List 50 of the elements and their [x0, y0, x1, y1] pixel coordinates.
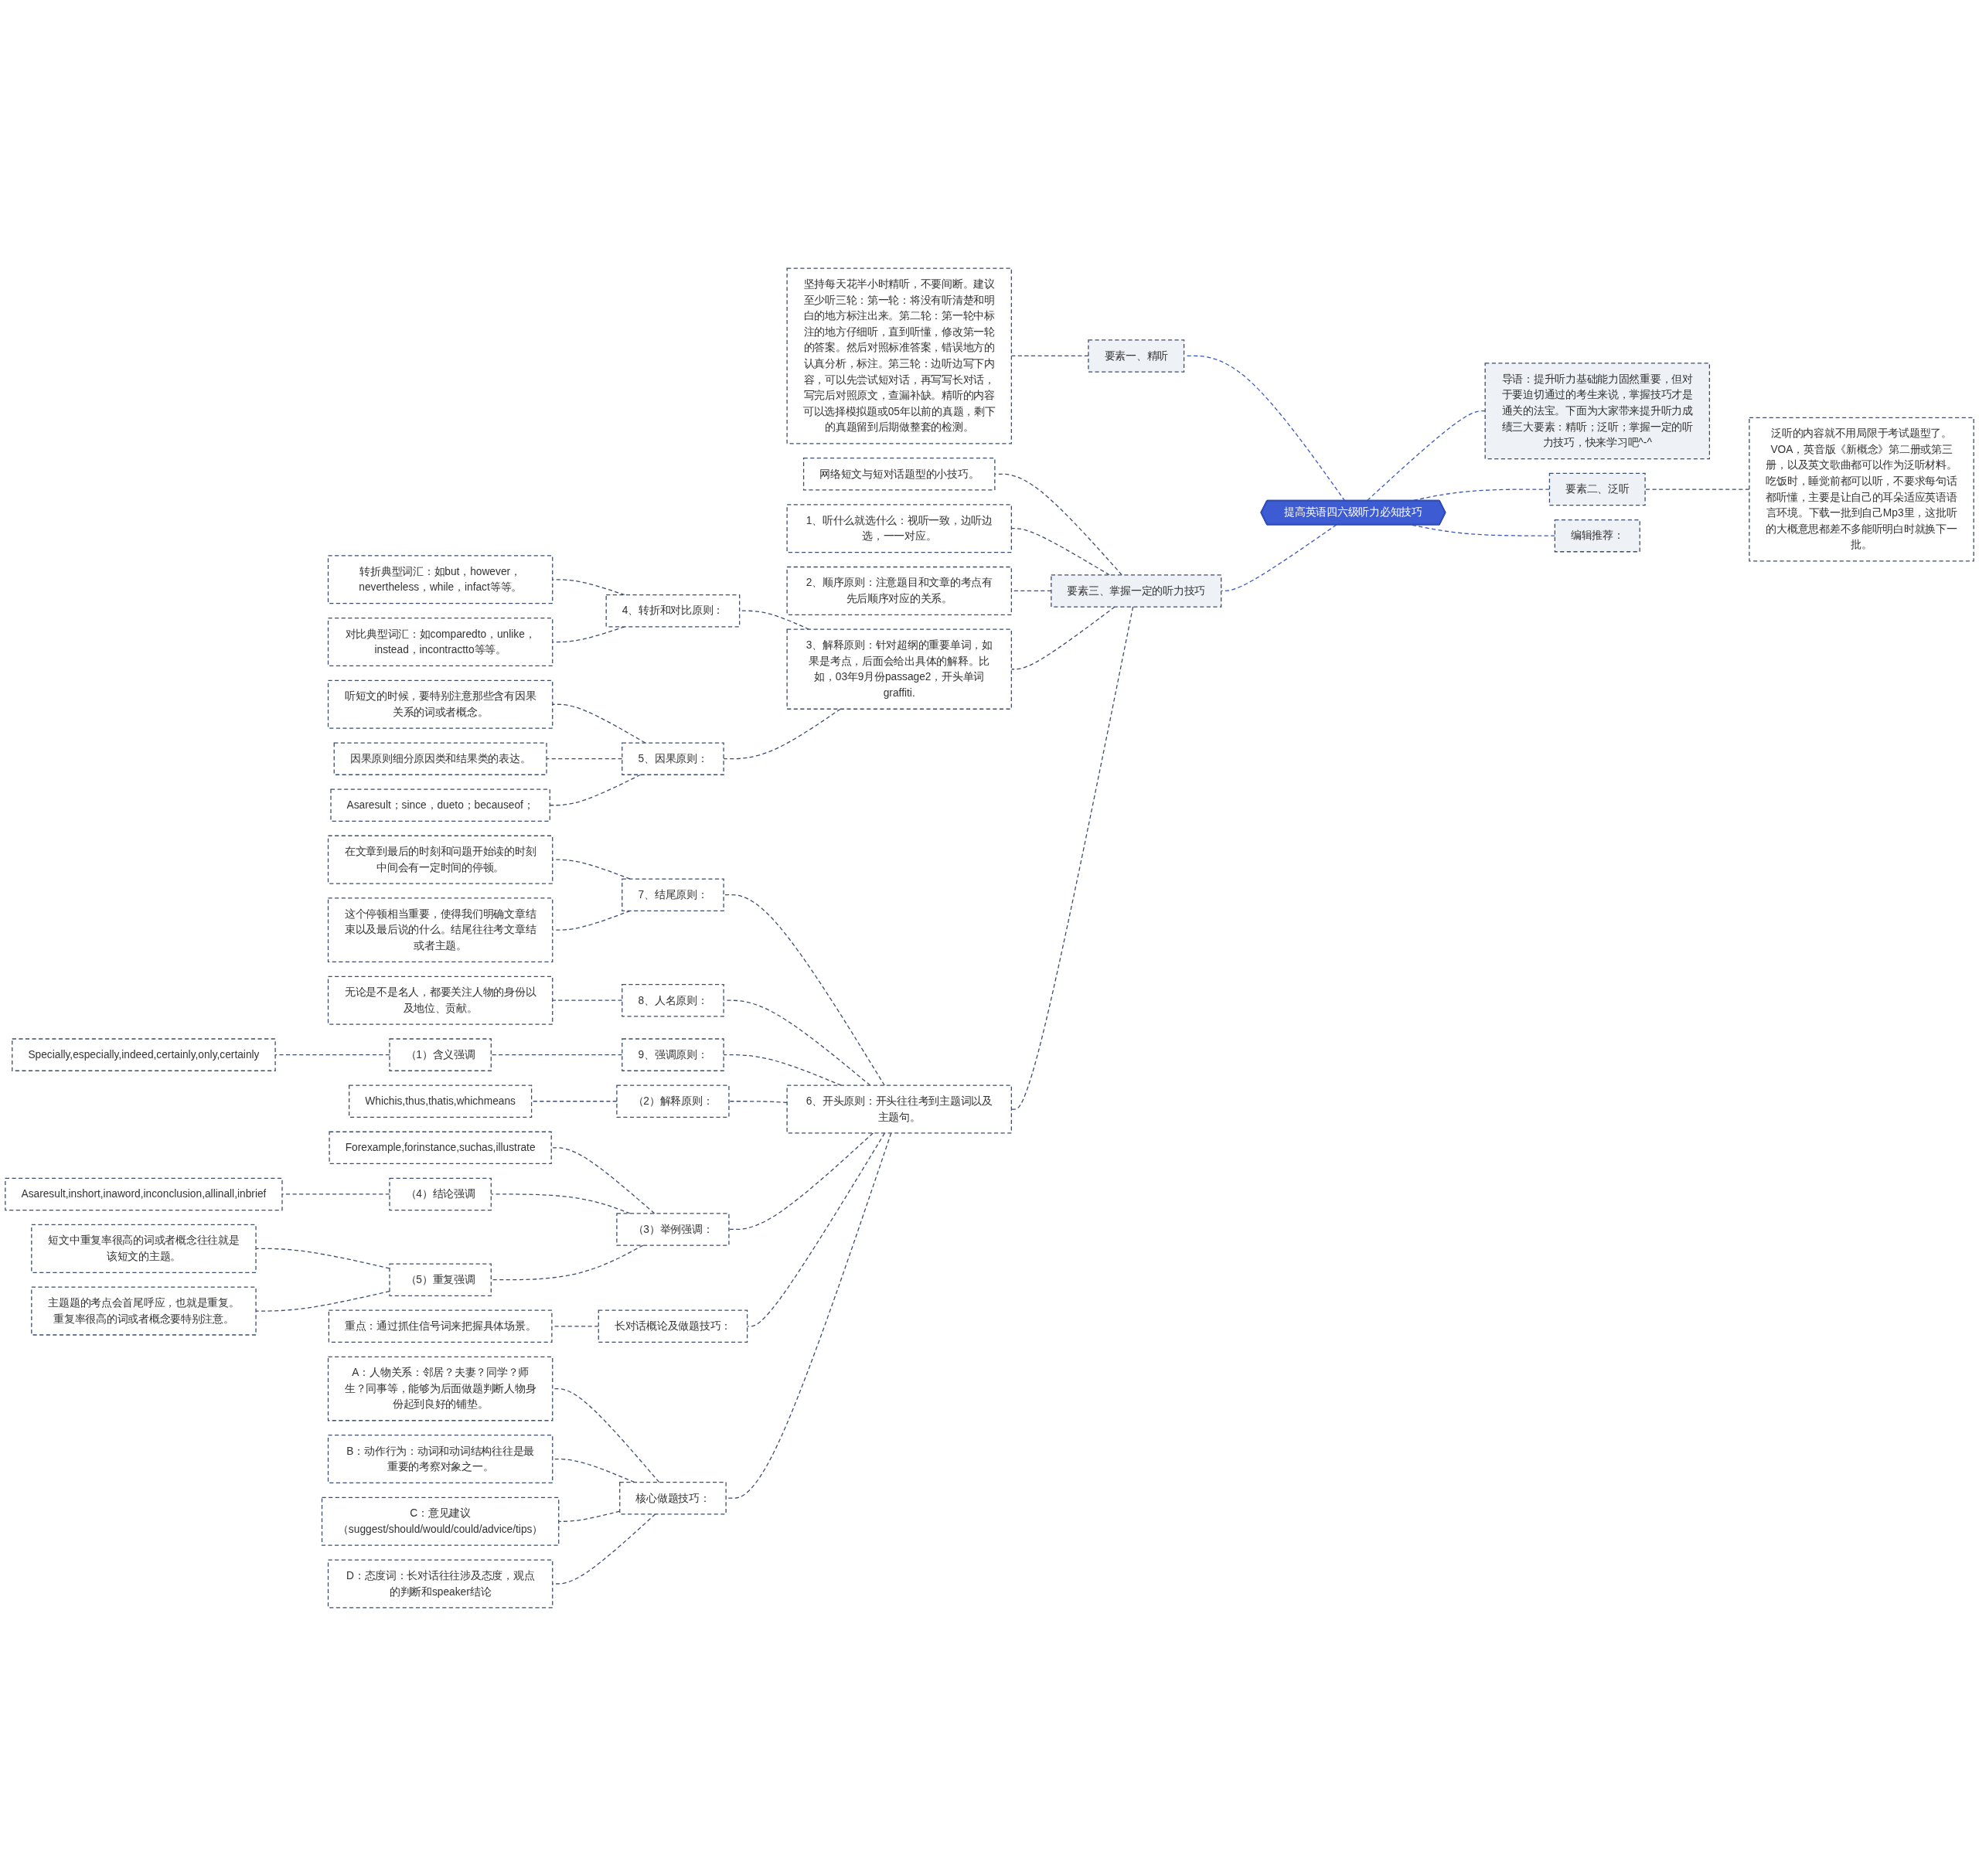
node-box: 9、强调原则：	[622, 1038, 724, 1071]
node-box: 要素一、精听	[1088, 339, 1185, 373]
node-box: 编辑推荐：	[1554, 519, 1640, 553]
node-box: 这个停顿相当重要，使得我们明确文章结束以及最后说的什么。结尾往往考文章结或者主题。	[327, 897, 554, 963]
node-box: 核心做题技巧：	[619, 1481, 727, 1515]
node-box: 4、转折和对比原则：	[605, 594, 741, 628]
node-box: （1）含义强调	[389, 1038, 492, 1071]
node-box: 网络短文与短对话题型的小技巧。	[802, 458, 996, 491]
node-box: 2、顺序原则：注意题目和文章的考点有先后顺序对应的关系。	[786, 566, 1012, 615]
node-box: 重点：通过抓住信号词来把握具体场景。	[328, 1309, 553, 1343]
node-box: （2）解释原则：	[616, 1084, 730, 1118]
node-box: 在文章到最后的时刻和问题开始读的时刻中间会有一定时间的停顿。	[327, 835, 554, 884]
connector	[1410, 524, 1555, 536]
node-box: 长对话概论及做题技巧：	[598, 1309, 748, 1343]
node-box: 要素二、泛听	[1548, 472, 1646, 506]
node-box: 因果原则细分原因类和结果类的表达。	[333, 742, 547, 775]
node-box: A：人物关系：邻居？夫妻？同学？师生？同事等，能够为后面做题判断人物身份起到良好的铺垫。	[327, 1356, 554, 1421]
node-box: 导语：提升听力基础能力固然重要，但对于要迫切通过的考生来说，掌握技巧才是通关的法宝。下面为大家带来提升听力成绩三大要素：精听；泛听；掌握一定的听力技巧，快来学习吧^-^	[1484, 363, 1711, 460]
node-box: （4）结论强调	[389, 1177, 492, 1211]
node-box: Specially,especially,indeed,certainly,only,certainly	[12, 1038, 276, 1071]
node-box: 1、听什么就选什么：视听一致，边听边选，一一对应。	[786, 504, 1012, 553]
node-box: Asaresult；since，dueto；becauseof；	[330, 788, 550, 822]
node-box: C：意见建议（suggest/should/would/could/advice/tips）	[321, 1496, 560, 1546]
node-box: （3）举例强调：	[616, 1213, 730, 1246]
node-box: Forexample,forinstance,suchas,illustrate	[329, 1131, 552, 1165]
connector	[552, 1387, 660, 1483]
connector	[552, 703, 646, 744]
node-box: 转折典型词汇：如but，however，nevertheless，while，infact等等。	[327, 555, 554, 604]
node-box: Whichis,thus,thatis,whichmeans	[349, 1084, 533, 1118]
node-box: 泛听的内容就不用局限于考试题型了。VOA，英音版《新概念》第二册或第三册，以及英文歌曲都可以作为泛听材料。吃饭时，睡觉前都可以听，不要求每句话都听懂，主要是让自己的耳朵适应英语语言环境。下载一批到自己Mp3里，这批听的大概意思都差不多能听明白时就换下一批。	[1749, 417, 1974, 562]
node-box: 8、人名原则：	[622, 983, 724, 1017]
node-box: D：态度词：长对话往往涉及态度，观点的判断和speaker结论	[327, 1559, 554, 1609]
node-box: Asaresult,inshort,inaword,inconclusion,allinall,inbrief	[5, 1177, 283, 1211]
node-box: 7、结尾原则：	[622, 878, 724, 911]
node-box: B：动作行为：动词和动词结构往往是最重要的考察对象之一。	[327, 1435, 554, 1484]
node-box: 听短文的时候，要特别注意那些含有因果关系的词或者概念。	[327, 679, 554, 729]
node-box: 短文中重复率很高的词或者概念往往就是该短文的主题。	[31, 1224, 257, 1273]
node-box: 无论是不是名人，都要关注人物的身份以及地位、贡献。	[327, 975, 554, 1025]
node-box: （5）重复强调	[389, 1263, 492, 1296]
node-box: 要素三、掌握一定的听力技巧	[1051, 574, 1222, 608]
node-box: 对比典型词汇：如comparedto，unlike，instead，incontractto等等。	[327, 617, 554, 667]
connector	[739, 610, 810, 630]
connector	[728, 1101, 788, 1103]
node-box: 3、解释原则：针对超纲的重要单词，如果是考点，后面会给出具体的解释。比如，03年9月份passage2，开头单词graffiti.	[786, 628, 1012, 710]
node-box: 坚持每天花半小时精听，不要间断。建议至少听三轮：第一轮：将没有听清楚和明白的地方标注出来。第二轮：第一轮中标注的地方仔细听，直到听懂，修改第一轮的答案。然后对照标准答案，错误地方的认真分析，标注。第三轮：边听边写下内容，可以先尝试短对话，再写写长对话，写完后对照原文，查漏补缺。精听的内容可以选择模拟题或05年以前的真题，剩下的真题留到后期做整套的检测。	[786, 267, 1012, 444]
connector	[552, 1458, 635, 1483]
node-box: 6、开头原则：开头往往考到主题词以及主题句。	[786, 1084, 1012, 1134]
node-box: 5、因果原则：	[622, 742, 724, 775]
connector	[1366, 410, 1486, 502]
node-box: 主题题的考点会首尾呼应，也就是重复。重复率很高的词或者概念要特别注意。	[31, 1286, 257, 1336]
